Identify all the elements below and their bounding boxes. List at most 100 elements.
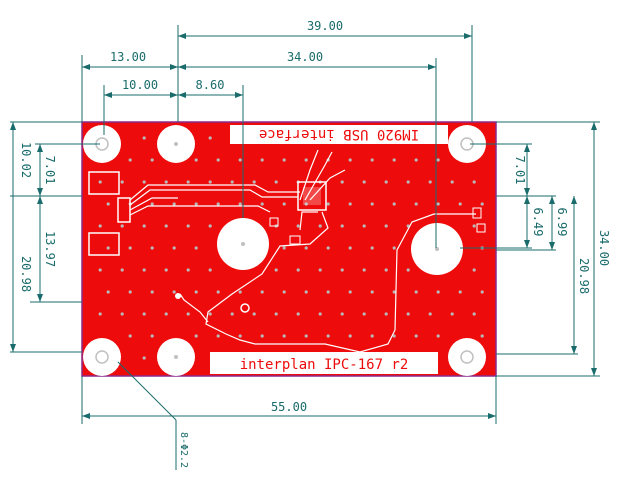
via-dot — [150, 246, 154, 250]
via-dot — [384, 312, 388, 316]
via-dot — [304, 246, 308, 250]
via-dot — [274, 268, 278, 272]
via-dot — [142, 136, 146, 140]
via-dot — [274, 180, 278, 184]
mounting-holes — [83, 125, 486, 376]
via-dot — [362, 268, 366, 272]
via-dot — [128, 334, 132, 338]
via-dot — [98, 312, 102, 316]
via-dot — [340, 312, 344, 316]
via-dot — [362, 180, 366, 184]
via-dot — [194, 202, 198, 206]
dimension-lines — [10, 25, 600, 470]
via-dot — [150, 202, 154, 206]
via-dot — [216, 202, 220, 206]
via-dot — [392, 290, 396, 294]
via-dot — [98, 224, 102, 228]
via-dot — [216, 290, 220, 294]
via-dot — [362, 224, 366, 228]
dim-left-outer: 10.02 — [19, 142, 33, 178]
via-dot — [230, 180, 234, 184]
via-dot — [392, 202, 396, 206]
via-dot — [296, 312, 300, 316]
via-dot — [194, 334, 198, 338]
dim-top-mid: 34.00 — [287, 50, 323, 64]
hole-top-left — [83, 125, 121, 163]
via-dot — [216, 334, 220, 338]
via-dot — [428, 312, 432, 316]
via-dot — [128, 246, 132, 250]
via-dot — [282, 334, 286, 338]
via-dot — [472, 224, 476, 228]
via-dot — [304, 158, 308, 162]
via-dot — [194, 290, 198, 294]
dim-top-left-short: 10.00 — [122, 78, 158, 92]
via-dot — [164, 268, 168, 272]
via-dot — [120, 312, 124, 316]
via-dot — [406, 180, 410, 184]
via-dot — [406, 268, 410, 272]
via-dot — [142, 268, 146, 272]
via-dot — [326, 246, 330, 250]
via-dot — [186, 312, 190, 316]
via-dot — [230, 312, 234, 316]
silkscreen: IM920 USB interface interplan IPC-167 r2 — [210, 125, 448, 374]
via-dot — [304, 290, 308, 294]
via-dot — [106, 290, 110, 294]
via-dot — [340, 268, 344, 272]
via-dot — [282, 290, 286, 294]
dim-right-small-b: 6.99 — [555, 208, 569, 237]
via-dot — [274, 312, 278, 316]
via-dot — [370, 290, 374, 294]
dim-right-lower: 20.98 — [577, 258, 591, 294]
via-dot — [150, 290, 154, 294]
via-dot — [326, 334, 330, 338]
dim-top-mid-short: 8.60 — [196, 78, 225, 92]
dimension-arrows — [10, 33, 597, 419]
via-dot — [370, 202, 374, 206]
via-dot — [436, 202, 440, 206]
via-dot — [282, 246, 286, 250]
via-dot — [186, 224, 190, 228]
via-field — [98, 136, 484, 360]
via-dot — [326, 202, 330, 206]
via-dot — [414, 334, 418, 338]
via-dot — [472, 268, 476, 272]
via-dot — [164, 312, 168, 316]
via-dot — [392, 158, 396, 162]
via-dot — [238, 290, 242, 294]
via-dot — [164, 224, 168, 228]
via-dot — [348, 290, 352, 294]
via-dot — [120, 268, 124, 272]
via-dot — [384, 268, 388, 272]
via-dot — [120, 180, 124, 184]
via-dot — [414, 158, 418, 162]
via-dot — [98, 268, 102, 272]
via-dot — [296, 224, 300, 228]
via-dot — [260, 334, 264, 338]
board-top-label: IM920 USB interface — [259, 126, 419, 142]
via-dot — [480, 290, 484, 294]
via-dot — [142, 356, 146, 360]
via-dot — [208, 268, 212, 272]
usb-pad-upper — [88, 171, 120, 195]
via-dot — [106, 246, 110, 250]
via-dot — [318, 268, 322, 272]
via-dot — [348, 334, 352, 338]
via-dot — [384, 224, 388, 228]
via-dot — [392, 334, 396, 338]
via-dot — [370, 158, 374, 162]
via-dot — [318, 224, 322, 228]
via-dot — [370, 334, 374, 338]
via-dot — [348, 202, 352, 206]
via-dot — [238, 334, 242, 338]
via-dot — [406, 312, 410, 316]
via-dot — [186, 180, 190, 184]
dim-left-lower: 20.98 — [19, 256, 33, 292]
via-dot — [260, 202, 264, 206]
via-dot — [150, 334, 154, 338]
via-dot — [106, 202, 110, 206]
via-dot — [436, 158, 440, 162]
dim-right-inner-top: 7.01 — [513, 156, 527, 185]
